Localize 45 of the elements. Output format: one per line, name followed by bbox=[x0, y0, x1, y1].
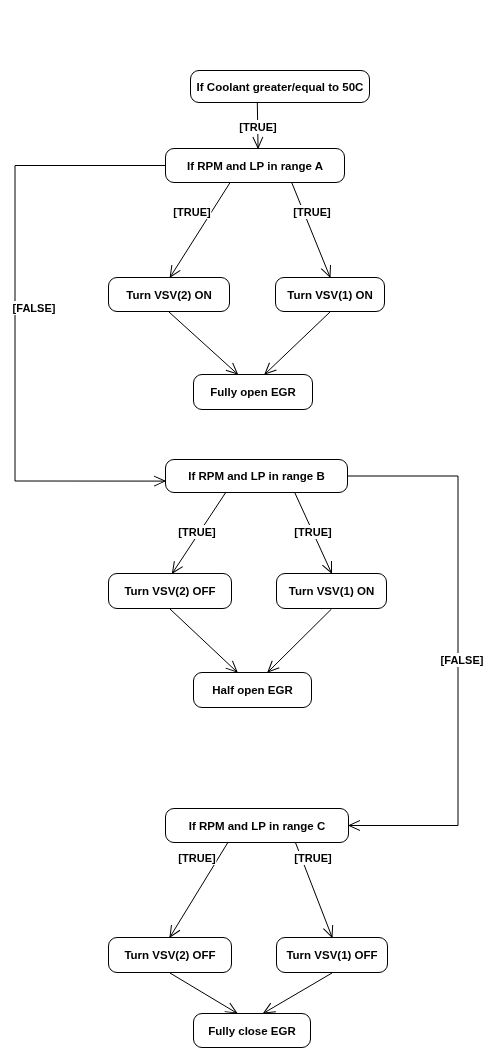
process-box bbox=[276, 573, 387, 609]
arrow bbox=[169, 608, 238, 673]
box-text: Fully open EGR bbox=[210, 386, 296, 398]
edge-label: [FALSE] bbox=[439, 653, 485, 667]
arrow bbox=[14, 165, 166, 487]
box-text: If RPM and LP in range A bbox=[186, 159, 324, 172]
edge-label: [FALSE] bbox=[11, 301, 57, 315]
box-text: Half open EGR bbox=[212, 684, 293, 696]
arrow bbox=[169, 842, 229, 938]
arrow bbox=[267, 608, 332, 673]
edge-label: [TRUE] bbox=[238, 120, 278, 134]
process-box bbox=[193, 1013, 311, 1048]
process-box bbox=[193, 672, 312, 708]
box-text: Turn VSV(1) ON bbox=[288, 585, 375, 597]
edge-label: [TRUE] bbox=[293, 525, 333, 539]
edge-label: [TRUE] bbox=[177, 525, 217, 539]
arrow bbox=[263, 972, 333, 1014]
process-box bbox=[108, 573, 232, 609]
box-text: Turn VSV(2) OFF bbox=[124, 949, 216, 961]
box-text: Turn VSV(1) ON bbox=[287, 288, 373, 301]
process-box bbox=[108, 277, 230, 312]
edge-label: [TRUE] bbox=[292, 205, 332, 219]
arrow bbox=[169, 972, 238, 1014]
process-box bbox=[165, 808, 349, 843]
box-text: Turn VSV(2) ON bbox=[126, 288, 212, 301]
edge-label: [TRUE] bbox=[172, 205, 212, 219]
process-box bbox=[190, 70, 370, 103]
process-box bbox=[165, 148, 345, 183]
process-box bbox=[108, 937, 232, 973]
arrow bbox=[264, 311, 331, 375]
process-box bbox=[165, 459, 348, 493]
process-box bbox=[275, 277, 385, 312]
process-box bbox=[193, 374, 313, 410]
box-text: If Coolant greater/equal to 50C bbox=[196, 80, 364, 93]
arrow bbox=[169, 182, 231, 278]
edge-label: [TRUE] bbox=[293, 851, 333, 865]
box-text: Fully close EGR bbox=[208, 1024, 296, 1037]
box-text: Turn VSV(1) OFF bbox=[286, 949, 378, 961]
box-text: If RPM and LP in range B bbox=[188, 470, 325, 482]
box-text: If RPM and LP in range C bbox=[188, 819, 326, 832]
arrow bbox=[347, 475, 459, 831]
process-box bbox=[276, 937, 388, 973]
arrow bbox=[168, 311, 238, 375]
box-text: Turn VSV(2) OFF bbox=[124, 585, 216, 597]
edge-label: [TRUE] bbox=[177, 851, 217, 865]
